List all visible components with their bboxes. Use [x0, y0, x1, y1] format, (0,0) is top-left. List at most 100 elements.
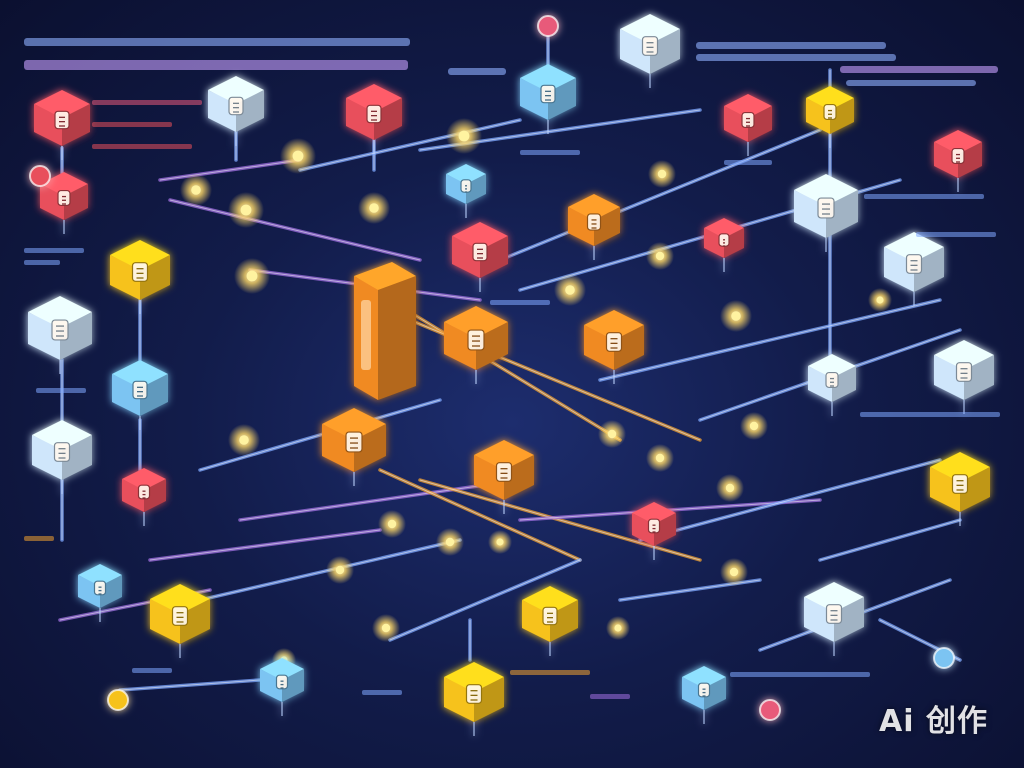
text-scribble	[510, 670, 590, 675]
text-scribble	[860, 412, 1000, 417]
node-text-scribbles	[24, 100, 1000, 699]
cube-node	[724, 94, 772, 156]
cube-node	[474, 440, 534, 514]
cube-node	[804, 582, 864, 656]
spark-core	[655, 453, 665, 463]
document-icon	[955, 362, 973, 382]
cube-node	[682, 666, 726, 724]
network-nodes	[28, 14, 994, 736]
spark-core	[335, 565, 345, 575]
connection-line-highlight	[599, 299, 941, 381]
spark-core	[240, 204, 252, 216]
cube-node	[122, 468, 166, 526]
cube-node	[884, 232, 944, 306]
spark-core	[239, 435, 249, 445]
text-scribble	[24, 248, 84, 253]
cube-node	[260, 658, 304, 716]
document-icon	[825, 604, 843, 624]
connection-line-highlight	[119, 679, 261, 691]
text-scribble	[864, 194, 984, 199]
document-icon	[697, 682, 711, 698]
text-scribble	[590, 694, 630, 699]
connection-line-highlight	[819, 519, 961, 561]
text-scribble	[24, 260, 60, 265]
document-icon	[605, 332, 623, 352]
document-icon	[467, 329, 485, 351]
text-scribble	[520, 150, 580, 155]
text-scribble	[362, 690, 402, 695]
spark-core	[731, 311, 741, 321]
document-icon	[817, 197, 835, 219]
cube-node	[112, 360, 168, 430]
badge-icon	[537, 15, 559, 37]
document-icon	[951, 147, 965, 165]
cube-node	[78, 564, 122, 622]
document-icon	[951, 474, 969, 494]
document-icon	[741, 111, 755, 129]
header-text-scribbles-left	[24, 38, 506, 75]
connection-line-highlight	[169, 199, 421, 261]
cube-node	[934, 130, 982, 192]
text-scribble	[916, 232, 996, 237]
spark-core	[458, 130, 470, 142]
connection-line-highlight	[239, 479, 521, 521]
text-scribble	[724, 160, 772, 165]
connection-line-highlight	[159, 159, 301, 181]
spark-core	[614, 624, 622, 632]
cube-node	[444, 662, 504, 736]
document-icon	[131, 262, 149, 282]
spark-core	[246, 270, 258, 282]
document-icon	[823, 103, 837, 121]
spark-core	[876, 296, 884, 304]
cube-node	[150, 584, 210, 658]
badge-icon	[107, 689, 129, 711]
spark-core	[445, 537, 455, 547]
cube-node	[444, 306, 508, 384]
document-icon	[51, 319, 69, 341]
cube-node	[446, 164, 486, 218]
connection-line-highlight	[499, 129, 821, 261]
cube-node	[28, 296, 92, 374]
cube-node	[806, 86, 854, 148]
document-icon	[137, 484, 151, 500]
cube-node	[520, 64, 576, 134]
document-icon	[586, 213, 602, 231]
cube-node	[808, 354, 856, 416]
connection-line-highlight	[379, 469, 581, 561]
spark-core	[749, 421, 759, 431]
cube-node	[934, 340, 994, 414]
document-icon	[825, 371, 839, 389]
connection-line-highlight	[149, 529, 381, 561]
document-icon	[93, 580, 107, 596]
document-icon	[54, 110, 70, 130]
header-text-scribbles-right	[696, 42, 998, 86]
text-scribble	[24, 536, 54, 541]
document-icon	[647, 518, 661, 534]
connection-line-highlight	[389, 299, 621, 441]
cube-node	[568, 194, 620, 260]
text-scribble	[36, 388, 86, 393]
server-top-face	[354, 262, 416, 290]
spark-core	[725, 483, 735, 493]
spark-core	[381, 623, 391, 633]
spark-core	[729, 567, 739, 577]
cube-node	[322, 408, 386, 486]
cube-node	[110, 240, 170, 314]
spark-core	[369, 203, 379, 213]
document-icon	[495, 462, 513, 482]
spark-core	[655, 251, 665, 261]
cube-node	[208, 76, 264, 146]
cube-node	[40, 172, 88, 234]
document-icon	[228, 96, 244, 116]
document-icon	[132, 380, 148, 400]
watermark-logo: Ai 创作	[879, 704, 988, 739]
server-tower	[354, 262, 416, 400]
cube-node	[584, 310, 644, 384]
text-scribble	[132, 668, 172, 673]
cube-node	[620, 14, 680, 88]
document-icon	[171, 606, 189, 626]
document-icon	[641, 36, 659, 56]
connection-line-highlight	[199, 399, 441, 471]
cube-node	[452, 222, 508, 292]
